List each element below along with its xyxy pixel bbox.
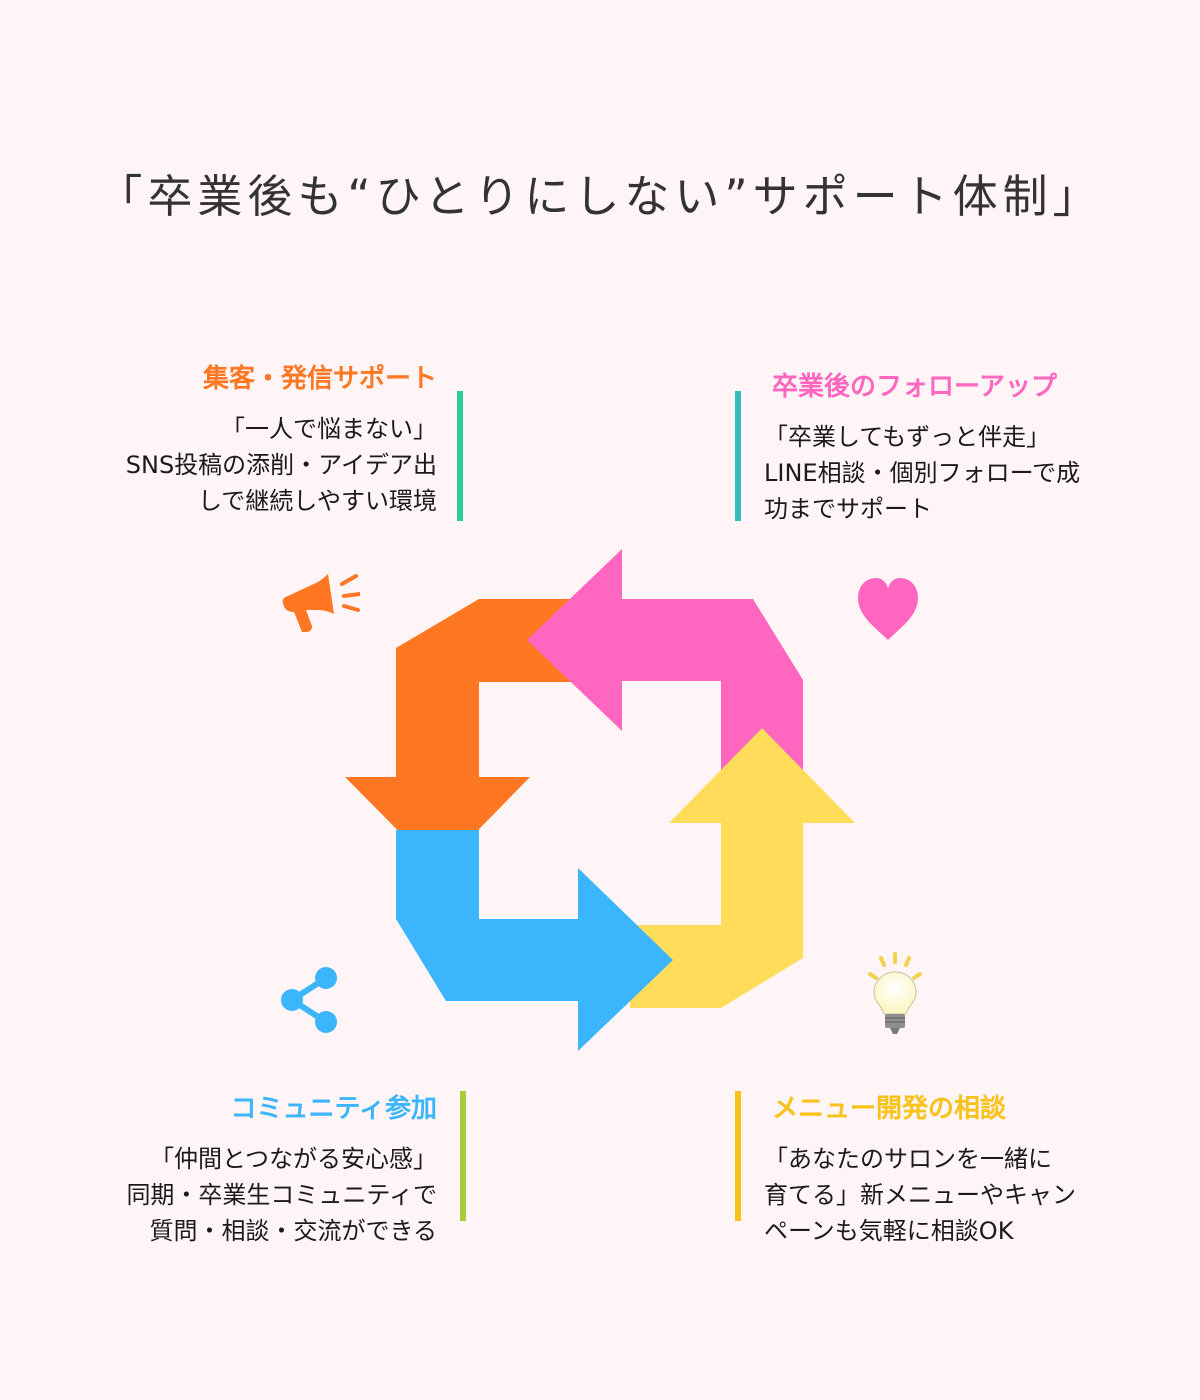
megaphone-icon	[282, 574, 360, 632]
blue-arrow	[396, 830, 721, 1051]
accent-bar	[735, 391, 741, 521]
section-community: コミュニティ参加 「仲間とつながる安心感」 同期・卒業生コミュニティで 質問・相…	[17, 1088, 437, 1249]
section-menu: メニュー開発の相談 「あなたのサロンを一緒に 育てる」新メニューやキャン ペーン…	[764, 1088, 1184, 1249]
share-icon	[281, 967, 337, 1033]
section-body: 「卒業してもずっと伴走」 LINE相談・個別フォローで成 功までサポート	[764, 423, 1081, 523]
section-body: 「仲間とつながる安心感」 同期・卒業生コミュニティで 質問・相談・交流ができる	[126, 1145, 437, 1245]
section-heading: 卒業後のフォローアップ	[772, 372, 1057, 402]
section-heading: メニュー開発の相談	[772, 1094, 1007, 1124]
accent-bar	[457, 391, 463, 521]
page-title: 「卒業後も“ひとりにしない”サポート体制」	[97, 170, 1103, 223]
lightbulb-icon	[868, 952, 922, 1034]
section-heading: コミュニティ参加	[230, 1094, 437, 1124]
accent-bar	[460, 1091, 466, 1221]
section-heading: 集客・発信サポート	[202, 364, 437, 394]
heart-icon	[858, 578, 918, 640]
pink-arrow	[527, 549, 803, 770]
accent-bar	[735, 1091, 741, 1221]
section-followup: 卒業後のフォローアップ 「卒業してもずっと伴走」 LINE相談・個別フォローで成…	[764, 366, 1184, 527]
section-body: 「一人で悩まない」 SNS投稿の添削・アイデア出 しで継続しやすい環境	[125, 415, 437, 515]
section-promotion: 集客・発信サポート 「一人で悩まない」 SNS投稿の添削・アイデア出 しで継続し…	[17, 358, 437, 519]
section-body: 「あなたのサロンを一緒に 育てる」新メニューやキャン ペーンも気軽に相談OK	[764, 1145, 1076, 1245]
